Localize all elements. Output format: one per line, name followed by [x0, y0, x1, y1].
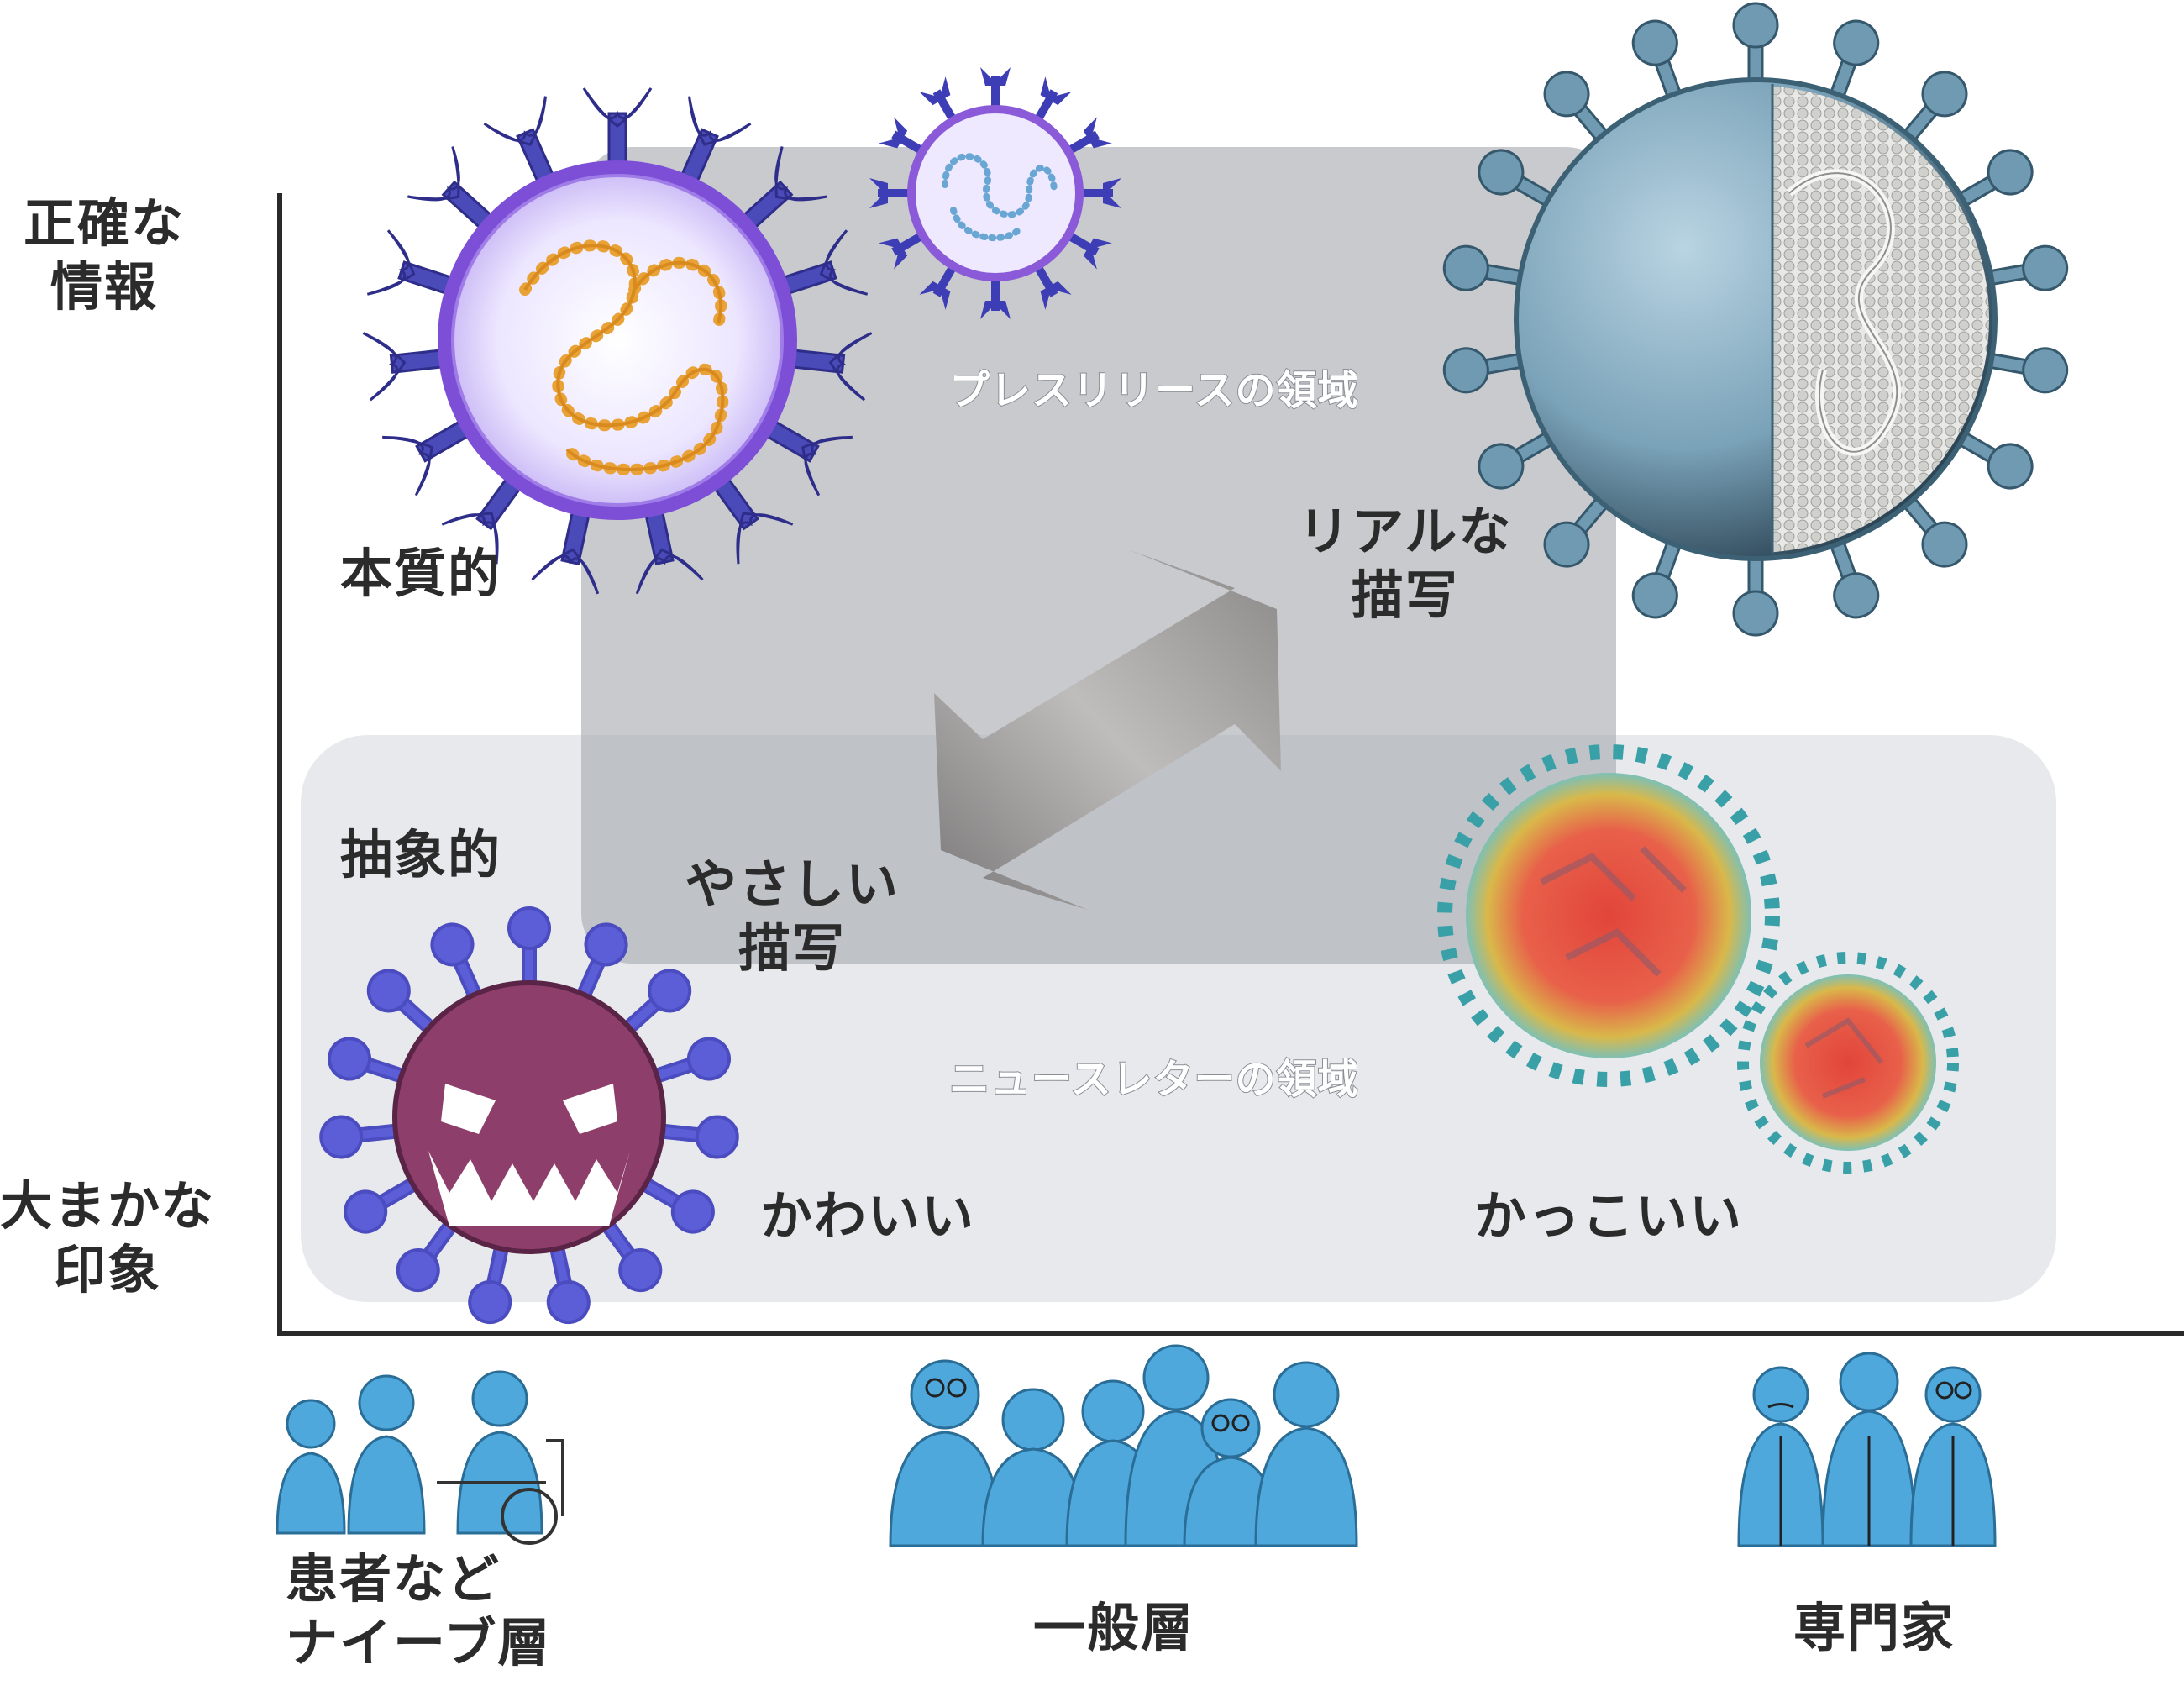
gentle-depiction-label: やさしい 描写: [685, 853, 900, 979]
small-essential-virus-icon: [869, 67, 1121, 319]
abstract-label: 抽象的: [340, 824, 502, 885]
realistic-virus-icon: [1442, 2, 2069, 637]
cute-virus-icon: [319, 906, 739, 1325]
y-axis-top-label: 正確な 情報: [24, 192, 186, 318]
realistic-depiction-label: リアルな 描写: [1298, 501, 1513, 626]
essential-virus-icon: [362, 87, 873, 595]
experts-group-icon: [1737, 1352, 1997, 1547]
cool-label: かっこいい: [1474, 1185, 1744, 1247]
newsletter-region-label: ニュースレターの領域: [948, 1055, 1359, 1104]
press-region-label: プレスリリースの領域: [948, 366, 1359, 415]
cute-label: かわいい: [760, 1185, 976, 1247]
essential-label: 本質的: [340, 543, 502, 604]
experts-label: 専門家: [1793, 1597, 1956, 1658]
x-axis-line: [277, 1331, 2184, 1336]
general-public-label: 一般層: [1033, 1597, 1195, 1658]
y-axis-line: [277, 193, 282, 1336]
general-public-group-icon: [889, 1344, 1358, 1547]
patients-naive-label: 患者など ナイーブ層: [286, 1548, 552, 1673]
y-axis-bottom-label: 大まかな 印象: [0, 1175, 216, 1300]
patients-group-icon: [276, 1370, 564, 1545]
cool-virus-icon: [1437, 744, 1959, 1174]
